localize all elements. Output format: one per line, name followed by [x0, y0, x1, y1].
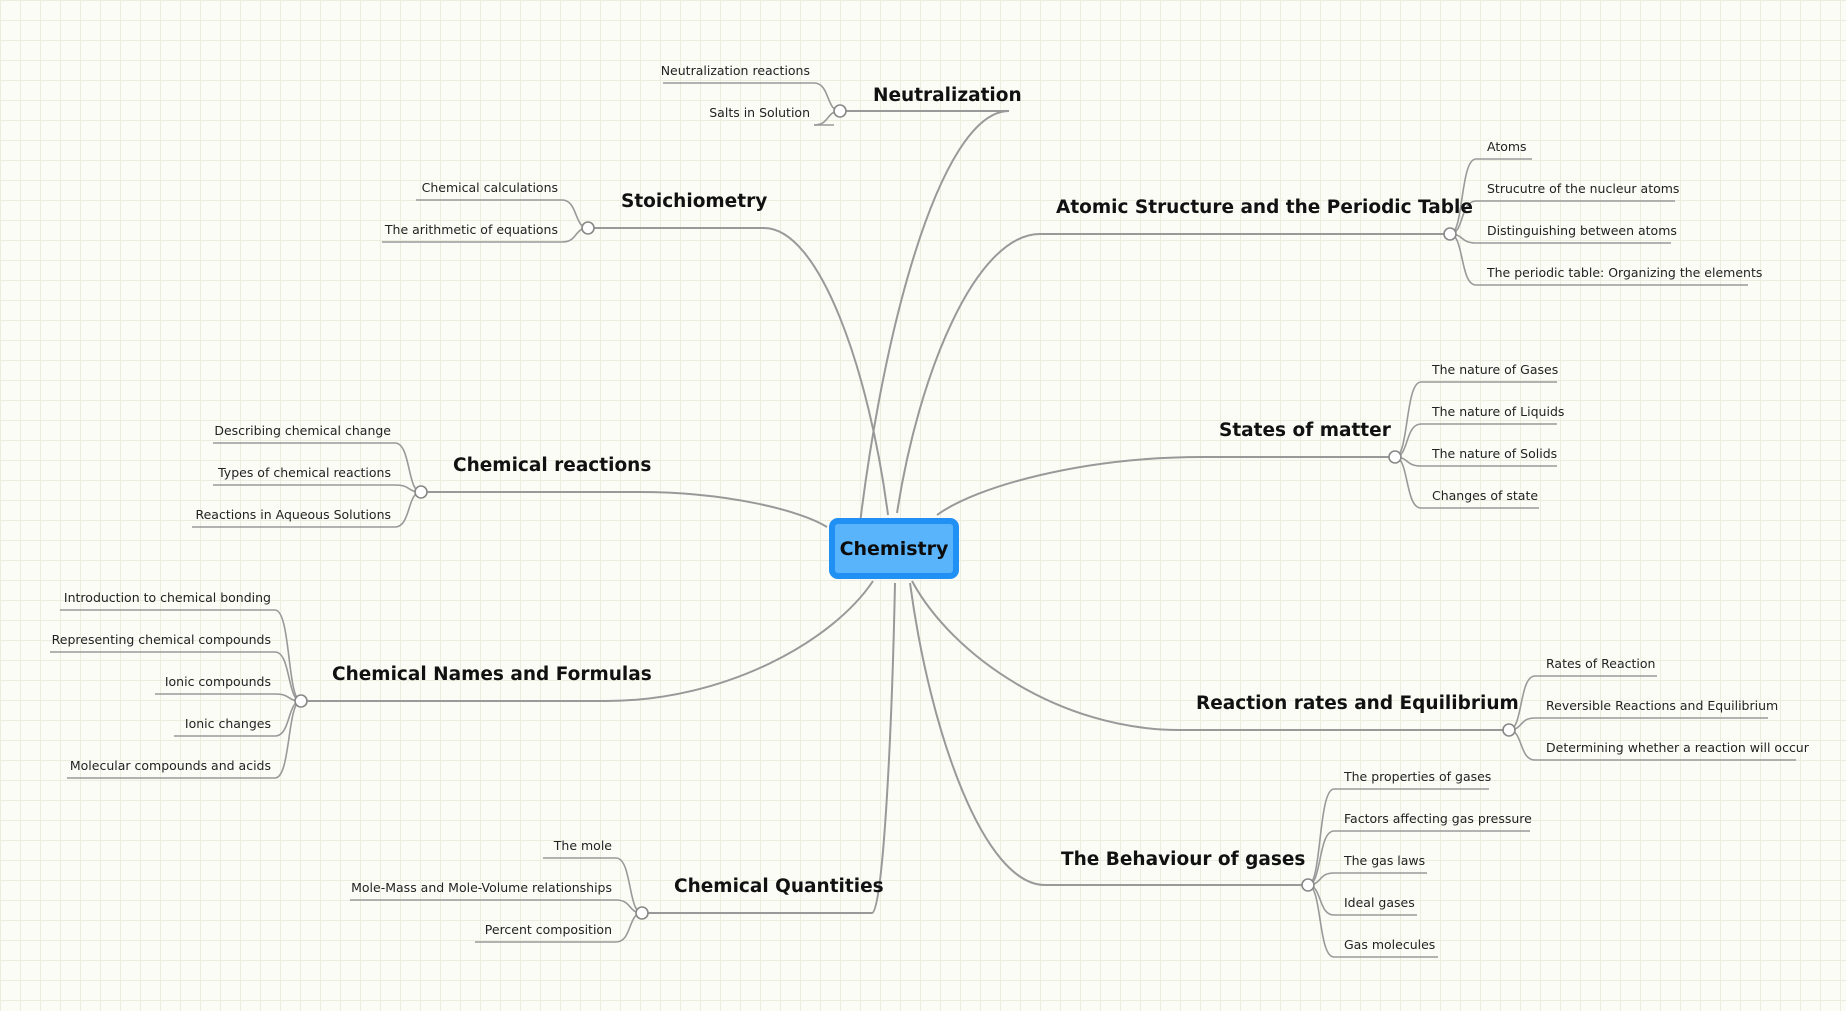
subtopic-label[interactable]: Molecular compounds and acids: [69, 758, 271, 773]
topic-label[interactable]: Neutralization: [873, 85, 1022, 106]
subtopic-label[interactable]: Salts in Solution: [709, 105, 810, 120]
branch-connector: [911, 580, 1181, 731]
subtopic-label[interactable]: The arithmetic of equations: [384, 222, 558, 237]
collapse-toggle[interactable]: [294, 694, 308, 708]
collapse-toggle[interactable]: [833, 104, 847, 118]
leaf-connector: [274, 609, 302, 702]
topic-label[interactable]: Chemical reactions: [453, 455, 652, 476]
central-topic-node[interactable]: Chemistry: [829, 518, 959, 579]
leaf-connector: [1394, 381, 1422, 458]
central-topic-label: Chemistry: [839, 537, 949, 560]
collapse-toggle[interactable]: [1388, 450, 1402, 464]
subtopic-label[interactable]: Ionic compounds: [164, 674, 271, 689]
branch-connector: [936, 456, 1204, 516]
subtopic-label[interactable]: The properties of gases: [1344, 769, 1492, 784]
collapse-toggle[interactable]: [1301, 878, 1315, 892]
topic-label[interactable]: Chemical Names and Formulas: [332, 664, 652, 685]
leaf-connector: [1307, 884, 1335, 958]
subtopic-label[interactable]: Neutralization reactions: [660, 63, 810, 78]
collapse-toggle[interactable]: [1502, 723, 1516, 737]
leaf-connector: [1307, 830, 1335, 886]
subtopic-label[interactable]: Factors affecting gas pressure: [1344, 811, 1532, 826]
branch-connector: [763, 227, 889, 516]
branch-connector: [871, 582, 896, 914]
subtopic-label[interactable]: The mole: [553, 838, 612, 853]
leaf-connector: [1307, 788, 1335, 886]
subtopic-label[interactable]: Reversible Reactions and Equilibrium: [1546, 698, 1779, 713]
branch-connector: [605, 580, 874, 702]
collapse-toggle[interactable]: [1443, 227, 1457, 241]
topic-label[interactable]: Stoichiometry: [621, 191, 768, 212]
subtopic-label[interactable]: The periodic table: Organizing the eleme…: [1487, 265, 1763, 280]
leaf-connector: [274, 700, 302, 779]
collapse-toggle[interactable]: [635, 906, 649, 920]
subtopic-label[interactable]: Strucutre of the nucleur atoms: [1487, 181, 1680, 196]
subtopic-label[interactable]: Introduction to chemical bonding: [63, 590, 271, 605]
subtopic-label[interactable]: Types of chemical reactions: [218, 465, 391, 480]
subtopic-label[interactable]: Ionic changes: [184, 716, 271, 731]
branch-connector: [638, 491, 828, 528]
topic-label[interactable]: Atomic Structure and the Periodic Table: [1056, 197, 1473, 218]
subtopic-label[interactable]: The nature of Gases: [1432, 362, 1559, 377]
subtopic-label[interactable]: The nature of Liquids: [1432, 404, 1565, 419]
topic-label[interactable]: States of matter: [1219, 420, 1391, 441]
subtopic-label[interactable]: Describing chemical change: [214, 423, 391, 438]
branch-connector: [909, 582, 1046, 886]
leaf-connector: [1394, 456, 1422, 509]
topic-label[interactable]: Reaction rates and Equilibrium: [1196, 693, 1519, 714]
subtopic-label[interactable]: Reactions in Aqueous Solutions: [195, 507, 391, 522]
subtopic-label[interactable]: Distinguishing between atoms: [1487, 223, 1677, 238]
leaf-connector: [1449, 233, 1477, 286]
subtopic-label[interactable]: Representing chemical compounds: [51, 632, 271, 647]
subtopic-label[interactable]: Chemical calculations: [421, 180, 558, 195]
subtopic-label[interactable]: Changes of state: [1432, 488, 1539, 503]
subtopic-label[interactable]: Determining whether a reaction will occu…: [1546, 740, 1809, 755]
topic-label[interactable]: The Behaviour of gases: [1061, 849, 1306, 870]
subtopic-label[interactable]: Percent composition: [484, 922, 612, 937]
subtopic-label[interactable]: The nature of Solids: [1432, 446, 1558, 461]
subtopic-label[interactable]: The gas laws: [1344, 853, 1426, 868]
subtopic-label[interactable]: Mole-Mass and Mole-Volume relationships: [351, 880, 612, 895]
collapse-toggle[interactable]: [414, 485, 428, 499]
collapse-toggle[interactable]: [581, 221, 595, 235]
subtopic-label[interactable]: Ideal gases: [1344, 895, 1415, 910]
subtopic-label[interactable]: Gas molecules: [1344, 937, 1436, 952]
subtopic-label[interactable]: Atoms: [1487, 139, 1527, 154]
subtopic-label[interactable]: Rates of Reaction: [1546, 656, 1656, 671]
branch-connector: [854, 110, 1010, 569]
branch-connector: [896, 233, 1041, 514]
topic-label[interactable]: Chemical Quantities: [674, 876, 884, 897]
